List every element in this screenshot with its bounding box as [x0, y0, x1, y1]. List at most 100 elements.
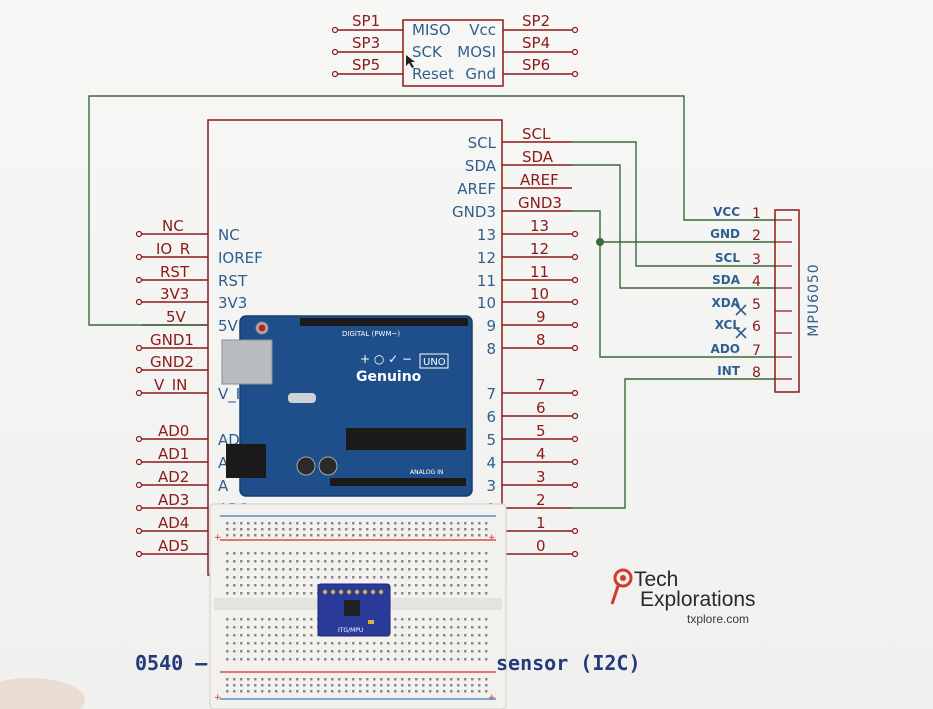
breadboard-hole	[282, 522, 285, 525]
breadboard-hole	[310, 584, 313, 587]
breadboard-hole	[226, 584, 229, 587]
breadboard-hole	[485, 568, 488, 571]
breadboard-hole	[261, 522, 264, 525]
breadboard-hole	[443, 658, 446, 661]
breadboard-hole	[387, 576, 390, 579]
breadboard-hole	[261, 684, 264, 687]
breadboard-hole	[408, 576, 411, 579]
breadboard-hole	[387, 534, 390, 537]
breadboard-hole	[366, 534, 369, 537]
breadboard-hole	[373, 684, 376, 687]
breadboard-hole	[478, 634, 481, 637]
breadboard-hole	[408, 634, 411, 637]
breadboard-hole	[485, 626, 488, 629]
breadboard-hole	[457, 568, 460, 571]
breadboard-hole	[394, 634, 397, 637]
breadboard-hole	[478, 690, 481, 693]
breadboard-hole	[317, 568, 320, 571]
breadboard-hole	[394, 592, 397, 595]
breadboard-hole	[478, 658, 481, 661]
breadboard-hole	[254, 618, 257, 621]
breadboard-hole	[240, 658, 243, 661]
breadboard-hole	[443, 552, 446, 555]
net-10: 10	[530, 285, 549, 303]
mpu-pin-scl: SCL	[715, 251, 740, 265]
breadboard-hole	[275, 576, 278, 579]
breadboard-hole	[422, 626, 425, 629]
breadboard-hole	[310, 618, 313, 621]
mpu-num-2: 2	[752, 228, 761, 244]
breadboard-hole	[471, 618, 474, 621]
breadboard-hole	[366, 576, 369, 579]
breadboard-hole	[303, 626, 306, 629]
breadboard-hole	[450, 634, 453, 637]
breadboard-hole	[415, 528, 418, 531]
breadboard-hole	[296, 626, 299, 629]
icsp-net-sp6: SP6	[522, 56, 550, 74]
breadboard-hole	[443, 690, 446, 693]
breadboard-hole	[233, 658, 236, 661]
pin-sda: SDA	[465, 157, 497, 175]
pin-rst: RST	[218, 272, 248, 290]
breadboard-hole	[394, 658, 397, 661]
breadboard-hole	[366, 522, 369, 525]
breadboard-hole	[268, 592, 271, 595]
net-ad5: AD5	[158, 537, 189, 555]
pin-3: 3	[486, 477, 496, 495]
breadboard-hole	[240, 690, 243, 693]
breadboard-hole	[401, 592, 404, 595]
breadboard-hole	[303, 642, 306, 645]
net-scl: SCL	[522, 125, 551, 143]
breadboard-hole	[289, 584, 292, 587]
breadboard-hole	[240, 650, 243, 653]
breadboard-hole	[471, 528, 474, 531]
breadboard-hole	[485, 618, 488, 621]
breadboard-hole	[373, 534, 376, 537]
breadboard-hole	[429, 650, 432, 653]
breadboard-hole	[450, 522, 453, 525]
breadboard-hole	[310, 552, 313, 555]
breadboard-hole	[282, 584, 285, 587]
breadboard-hole	[345, 568, 348, 571]
breadboard-hole	[443, 634, 446, 637]
page-title-right: sensor (I2C)	[496, 651, 641, 675]
breadboard-hole	[478, 584, 481, 587]
breadboard-hole	[289, 690, 292, 693]
breadboard-hole	[401, 584, 404, 587]
breadboard-hole	[373, 678, 376, 681]
net-1: 1	[536, 514, 546, 532]
mpu-pin-int: INT	[717, 364, 741, 378]
breadboard-hole	[415, 634, 418, 637]
net-13: 13	[530, 217, 549, 235]
breadboard-hole	[352, 568, 355, 571]
pin-8: 8	[486, 340, 496, 358]
breadboard-hole	[443, 522, 446, 525]
breadboard-hole	[394, 552, 397, 555]
breadboard-hole	[289, 522, 292, 525]
brand-line2: Explorations	[640, 588, 756, 611]
breadboard-hole	[415, 642, 418, 645]
breadboard-hole	[457, 642, 460, 645]
icsp-net-sp2: SP2	[522, 12, 550, 30]
breadboard-hole	[401, 534, 404, 537]
mpu-num-8: 8	[752, 365, 761, 381]
breadboard-hole	[450, 678, 453, 681]
breadboard-hole	[401, 690, 404, 693]
breadboard-hole	[345, 684, 348, 687]
breadboard-hole	[422, 534, 425, 537]
breadboard-hole	[401, 522, 404, 525]
mpu-name-label: MPU6050	[806, 263, 822, 336]
breadboard-hole	[324, 642, 327, 645]
breadboard-hole	[296, 568, 299, 571]
digital-pwm-label: DIGITAL (PWM~)	[342, 330, 400, 338]
breadboard-hole	[254, 650, 257, 653]
breadboard-hole	[471, 634, 474, 637]
breadboard-hole	[429, 634, 432, 637]
breadboard-hole	[282, 560, 285, 563]
breadboard-hole	[247, 576, 250, 579]
icsp-box	[402, 19, 504, 87]
breadboard-hole	[282, 626, 285, 629]
breadboard-hole	[464, 534, 467, 537]
breadboard-hole	[261, 634, 264, 637]
breadboard-hole	[436, 678, 439, 681]
